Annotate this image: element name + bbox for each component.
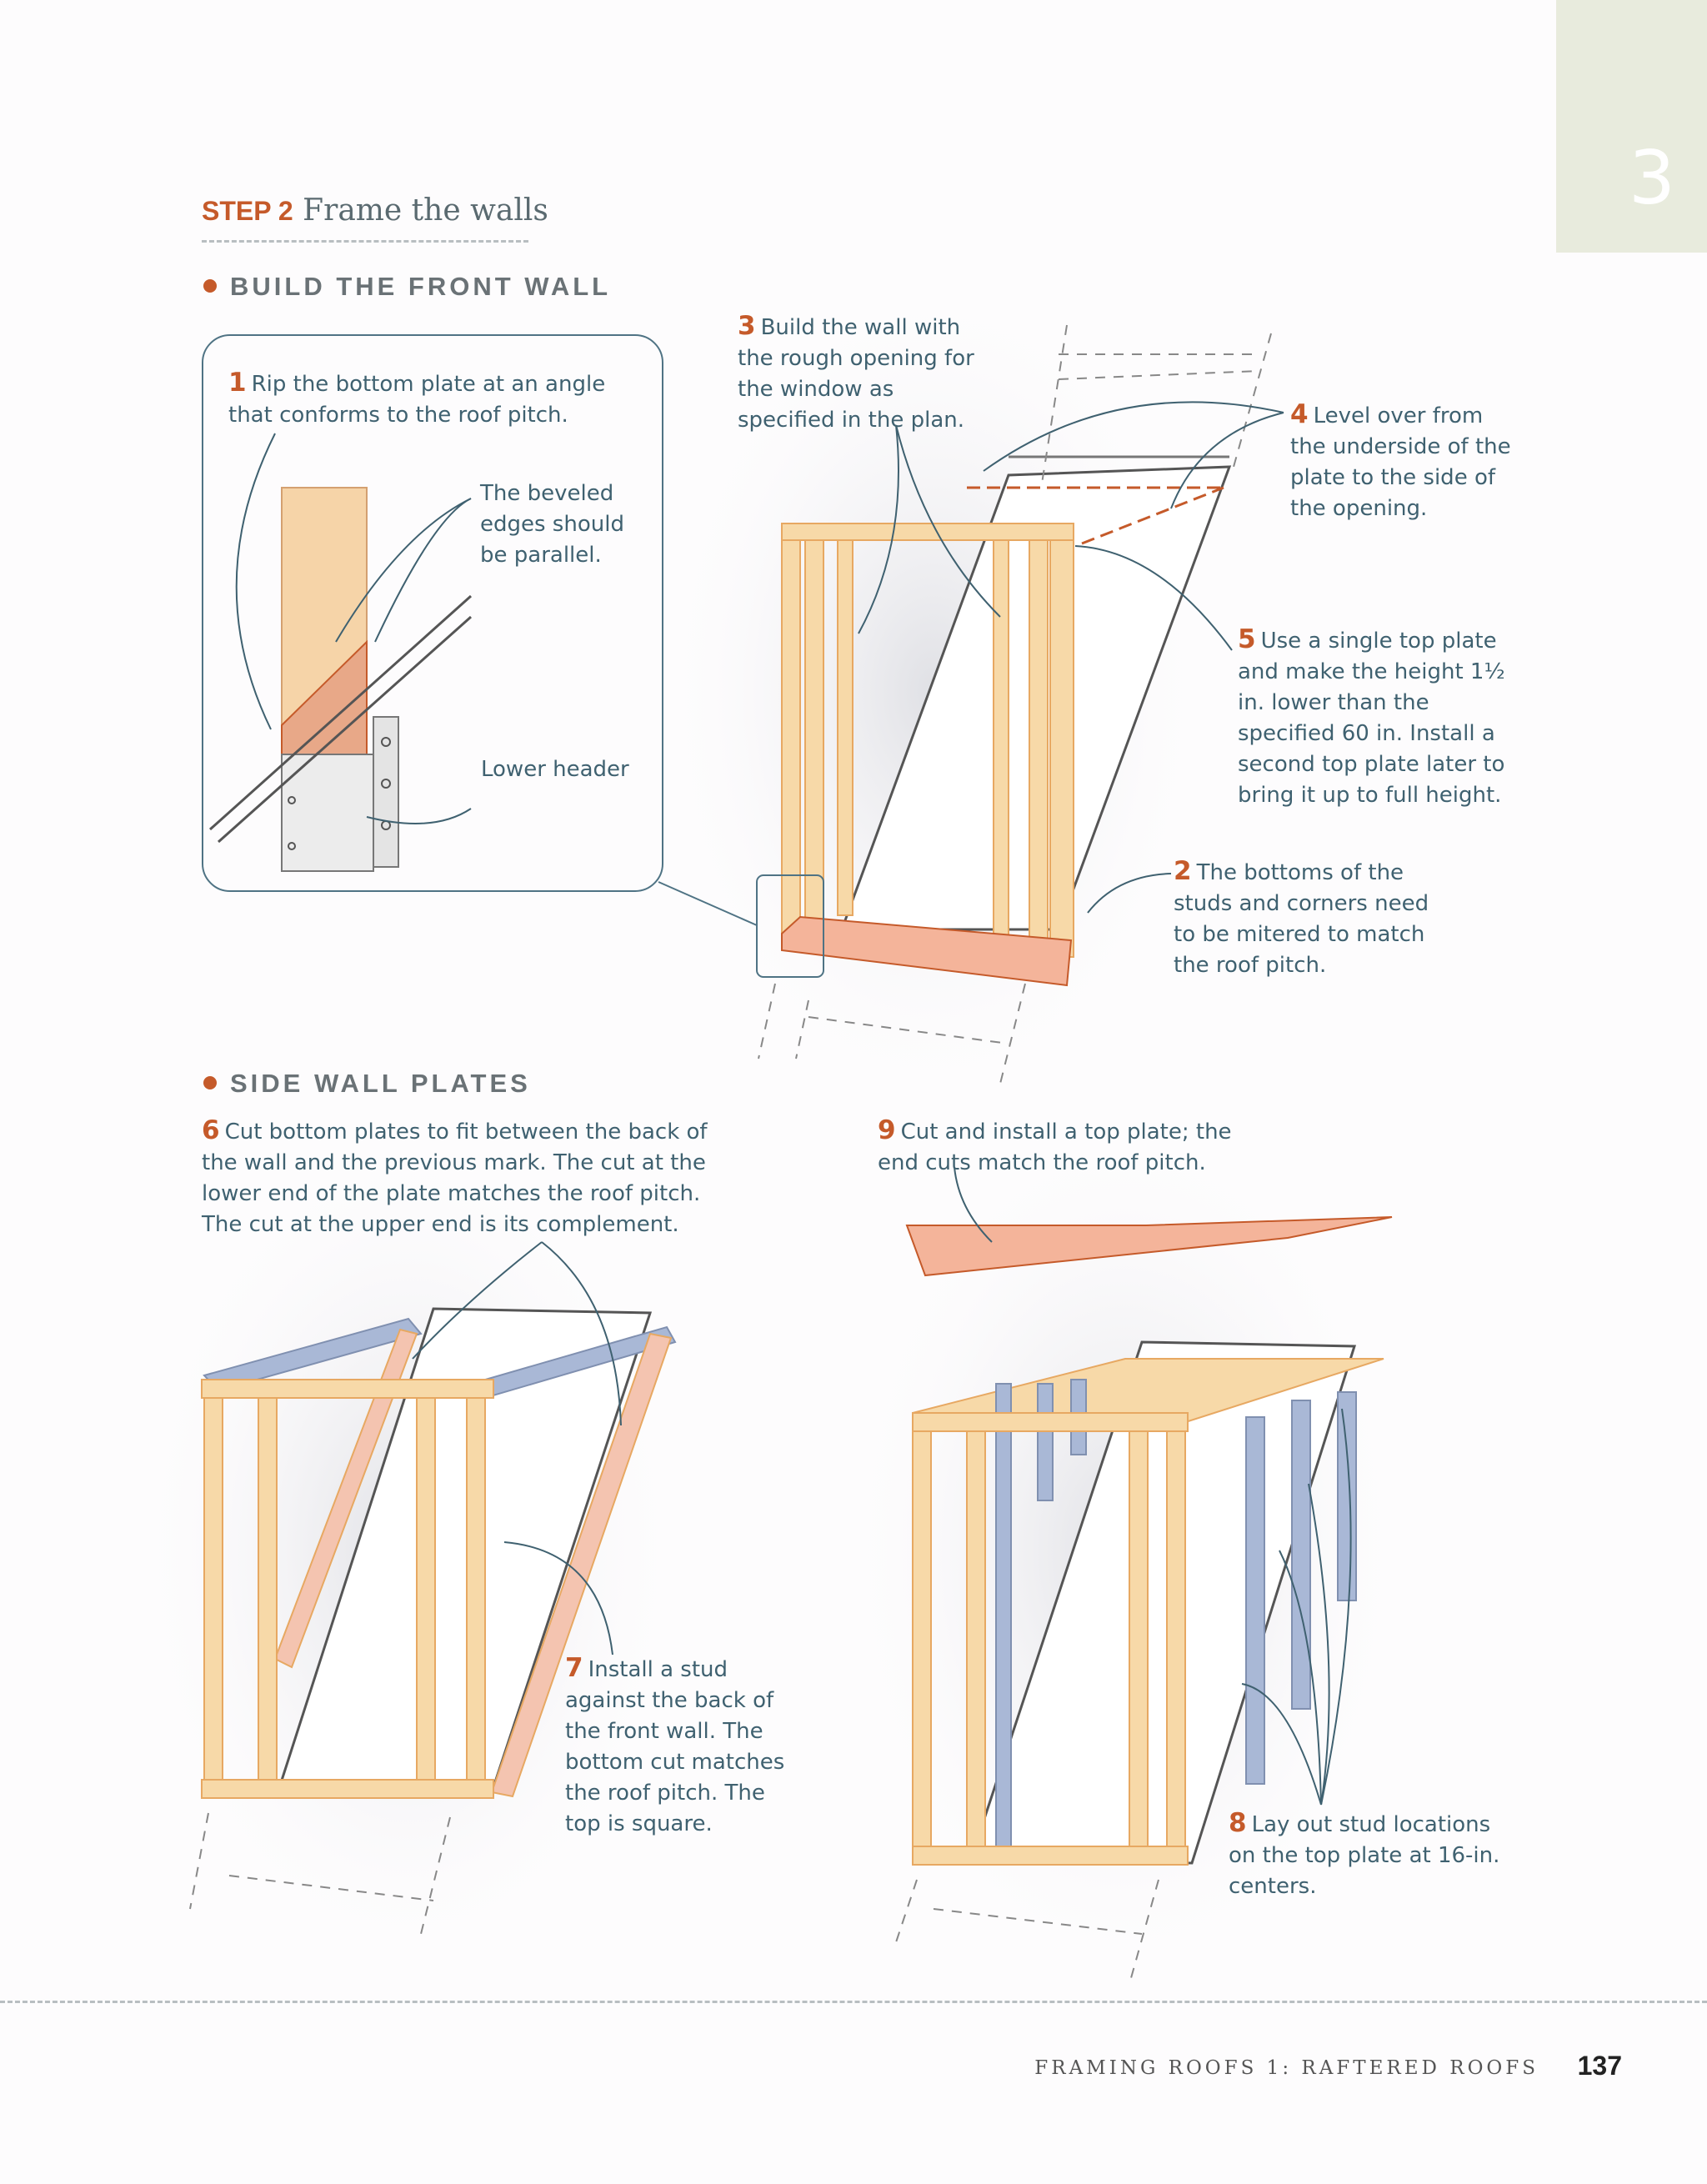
section-front-wall: BUILD THE FRONT WALL xyxy=(203,272,611,302)
section-side-wall-label: SIDE WALL PLATES xyxy=(230,1069,531,1098)
bullet-dot xyxy=(203,1075,217,1089)
page-number: 137 xyxy=(1577,2051,1622,2081)
callout-3-number: 3 xyxy=(738,311,756,341)
detail-inset-box xyxy=(202,334,663,892)
callout-1-number: 1 xyxy=(228,368,247,398)
inset-leader-lines xyxy=(235,433,472,824)
step-underline xyxy=(202,240,528,243)
callout-bevel: The beveled edges should be parallel. xyxy=(480,481,624,568)
callout-9-number: 9 xyxy=(878,1115,896,1145)
callout-lower-header: Lower header xyxy=(481,757,629,782)
inset-detail-drawing xyxy=(208,487,473,872)
chapter-number: 3 xyxy=(1629,135,1675,221)
callout-1-text: Rip the bottom plate at an angle that co… xyxy=(228,372,606,428)
side-wall-right-leader-lines xyxy=(954,1166,1352,1806)
side-wall-left-drawing xyxy=(133,1134,683,1967)
callout-6-number: 6 xyxy=(202,1115,220,1145)
callout-8-number: 8 xyxy=(1229,1808,1247,1838)
callout-4-text: Level over from the underside of the pla… xyxy=(1290,403,1511,521)
step-title: Frame the walls xyxy=(303,193,548,228)
front-wall-drawing xyxy=(658,275,1272,1109)
front-wall-leader-lines xyxy=(858,401,1284,914)
step-label: STEP 2 xyxy=(202,196,293,226)
callout-8-text: Lay out stud locations on the top plate … xyxy=(1229,1812,1500,1899)
callout-3-text: Build the wall with the rough opening fo… xyxy=(738,315,974,433)
bullet-dot xyxy=(203,278,217,293)
step-heading: STEP 2 Frame the walls xyxy=(202,193,548,228)
page-divider xyxy=(0,2001,1707,2003)
callout-6-text: Cut bottom plates to fit between the bac… xyxy=(202,1120,708,1237)
callout-4-number: 4 xyxy=(1290,399,1309,429)
callout-5-number: 5 xyxy=(1238,624,1256,654)
callout-5-text: Use a single top plate and make the heig… xyxy=(1238,629,1505,808)
callout-2-text: The bottoms of the studs and corners nee… xyxy=(1174,860,1429,978)
callout-2-number: 2 xyxy=(1174,856,1192,886)
section-side-wall-plates: SIDE WALL PLATES xyxy=(203,1069,531,1099)
running-footer: FRAMING ROOFS 1: RAFTERED ROOFS xyxy=(1034,2057,1539,2079)
callout-7-number: 7 xyxy=(565,1653,583,1683)
callout-7-text: Install a stud against the back of the f… xyxy=(565,1657,785,1836)
side-wall-right-drawing xyxy=(842,1117,1409,1985)
callout-9-text: Cut and install a top plate; the end cut… xyxy=(878,1120,1232,1175)
chapter-tab: 3 xyxy=(1556,0,1707,253)
side-wall-left-leader-lines xyxy=(412,1241,622,1656)
section-front-wall-label: BUILD THE FRONT WALL xyxy=(230,272,612,301)
